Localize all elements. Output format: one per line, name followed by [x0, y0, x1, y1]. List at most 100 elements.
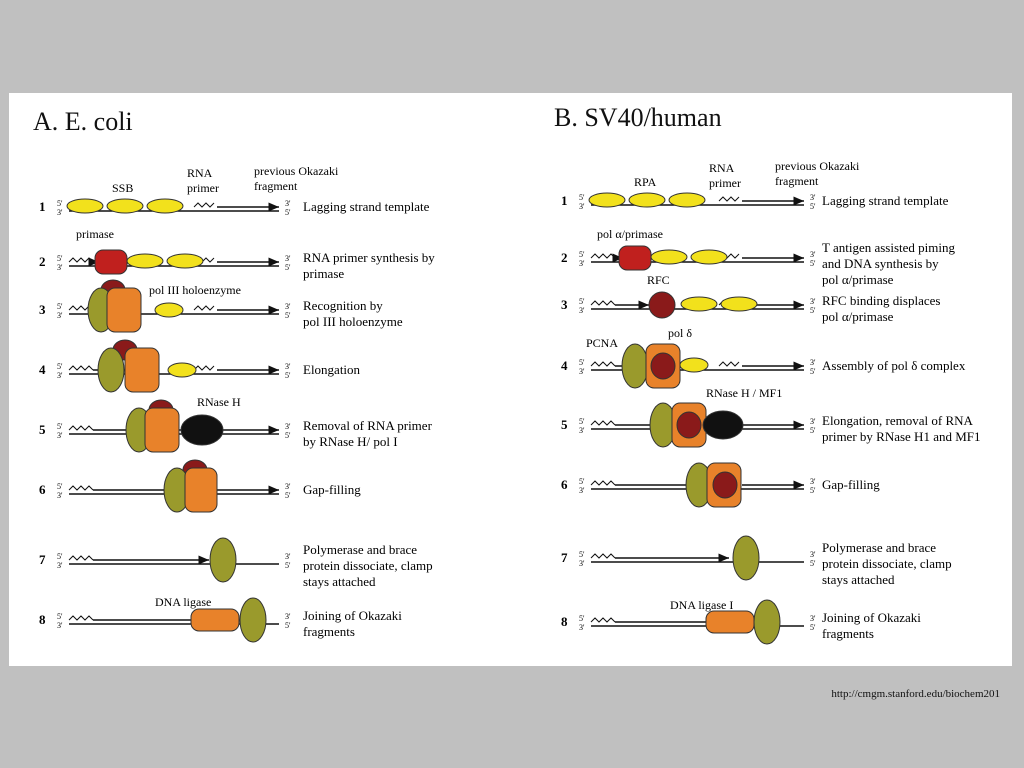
ssb-protein	[166, 253, 204, 269]
clamp-protein	[209, 537, 237, 583]
dna-ligase	[190, 608, 240, 632]
rna-primer-zigzag	[590, 553, 616, 559]
five-prime-label: 5'	[57, 362, 63, 371]
prev-okazaki-label-b1: previous Okazaki	[775, 159, 860, 173]
rna-primer-zigzag	[718, 196, 740, 202]
step-description: Assembly of pol δ complex	[822, 358, 966, 373]
step-description: Removal of RNA primer	[303, 418, 433, 433]
step-description: RFC binding displaces	[822, 293, 940, 308]
step-description: T antigen assisted piming	[822, 240, 955, 255]
step-description: fragments	[303, 624, 355, 639]
ssb-protein	[126, 253, 164, 269]
step-number: 5	[561, 417, 568, 432]
five-prime-label: 5'	[810, 367, 816, 376]
five-prime-label: 5'	[810, 259, 816, 268]
step-number: 1	[561, 193, 568, 208]
rfc-label: RFC	[647, 273, 670, 287]
ssb-protein	[66, 198, 104, 214]
rna-primer-zigzag	[193, 305, 215, 311]
pol3-holoenzyme	[124, 347, 160, 393]
five-prime-label: 5'	[285, 371, 291, 380]
five-prime-label: 5'	[57, 552, 63, 561]
step-description: stays attached	[303, 574, 376, 589]
ssb-protein	[154, 302, 184, 318]
three-prime-label: 3'	[285, 552, 291, 561]
rna-primer-zigzag	[68, 615, 94, 621]
five-prime-label: 5'	[579, 250, 585, 259]
step-description: RNA primer synthesis by	[303, 250, 435, 265]
rna-primer-zigzag	[590, 253, 616, 259]
three-prime-label: 3'	[57, 208, 63, 217]
primase-label: primase	[76, 227, 114, 241]
step-number: 2	[561, 250, 568, 265]
five-prime-label: 5'	[579, 614, 585, 623]
five-prime-label: 5'	[57, 612, 63, 621]
pol3-holoenzyme	[106, 287, 142, 333]
rna-primer-zigzag	[68, 257, 94, 263]
step-number: 7	[39, 552, 46, 567]
panel-b-title: B. SV40/human	[554, 103, 722, 132]
five-prime-label: 5'	[285, 311, 291, 320]
three-prime-label: 3'	[810, 477, 816, 486]
step-number: 6	[39, 482, 46, 497]
rpa-protein	[668, 192, 706, 208]
dna-ligase-i-label: DNA ligase I	[670, 598, 733, 612]
five-prime-label: 5'	[579, 477, 585, 486]
step-number: 6	[561, 477, 568, 492]
ssb-protein	[106, 198, 144, 214]
five-prime-label: 5'	[810, 623, 816, 632]
rna-primer-zigzag	[590, 420, 616, 426]
three-prime-label: 3'	[810, 550, 816, 559]
five-prime-label: 5'	[285, 561, 291, 570]
pcna-label: PCNA	[586, 336, 618, 350]
dna-ligase-i	[705, 610, 755, 634]
five-prime-label: 5'	[57, 254, 63, 263]
prev-okazaki-label-a2: fragment	[254, 179, 298, 193]
rna-primer-zigzag	[68, 365, 94, 371]
rpa-protein	[720, 296, 758, 312]
five-prime-label: 5'	[810, 202, 816, 211]
figure-panel: A. E. coli B. SV40/human SSB RNA primer …	[9, 93, 1012, 666]
step-number: 2	[39, 254, 46, 269]
rna-primer-label-b1: RNA	[709, 161, 735, 175]
three-prime-label: 3'	[810, 250, 816, 259]
rna-primer-zigzag	[590, 617, 616, 623]
five-prime-label: 5'	[810, 426, 816, 435]
three-prime-label: 3'	[57, 371, 63, 380]
rna-primer-zigzag	[718, 361, 740, 367]
step-description: pol III holoenzyme	[303, 314, 403, 329]
three-prime-label: 3'	[579, 259, 585, 268]
rfc-protein	[650, 352, 676, 380]
five-prime-label: 5'	[810, 486, 816, 495]
three-prime-label: 3'	[285, 302, 291, 311]
step-number: 3	[561, 297, 568, 312]
step-description: Gap-filling	[303, 482, 361, 497]
rfc-protein	[676, 411, 702, 439]
rnase-mf1-label: RNase H / MF1	[706, 386, 782, 400]
five-prime-label: 5'	[285, 263, 291, 272]
three-prime-label: 3'	[57, 491, 63, 500]
rpa-protein	[628, 192, 666, 208]
five-prime-label: 5'	[579, 358, 585, 367]
step-description: Elongation	[303, 362, 361, 377]
step-description: primer by RNase H1 and MF1	[822, 429, 981, 444]
step-description: and DNA synthesis by	[822, 256, 939, 271]
pcna-clamp	[732, 535, 760, 581]
rnase-h-label: RNase H	[197, 395, 241, 409]
rna-primer-zigzag	[193, 202, 215, 208]
ssb-protein	[146, 198, 184, 214]
step-number: 8	[39, 612, 46, 627]
rfc-protein	[648, 291, 676, 319]
step-description: pol α/primase	[822, 309, 894, 324]
five-prime-label: 5'	[285, 491, 291, 500]
